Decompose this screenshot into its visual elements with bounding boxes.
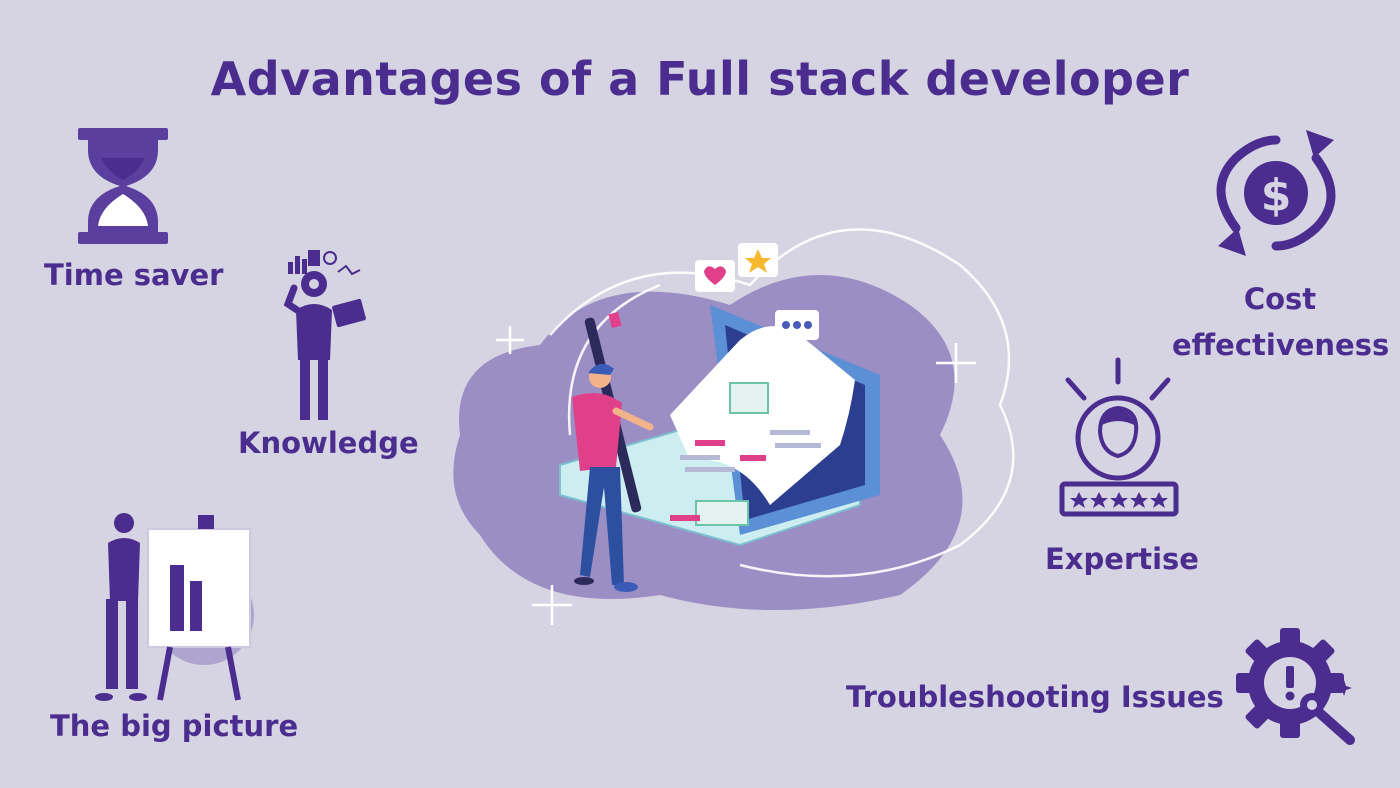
cost-label-line2: effectiveness [1172, 328, 1390, 362]
big-picture-label: The big picture [50, 709, 299, 743]
troubleshooting-label: Troubleshooting Issues [846, 680, 1224, 714]
expert-rating-icon [1059, 357, 1179, 517]
cost-effectiveness-label: Cost effectiveness [1172, 276, 1390, 368]
page-title: Advantages of a Full stack developer [210, 52, 1190, 106]
time-saver-label: Time saver [44, 258, 224, 292]
hourglass-icon [78, 128, 168, 244]
knowledge-label: Knowledge [238, 426, 419, 460]
presentation-woman-icon [95, 513, 254, 701]
gear-wrench-icon [1236, 628, 1355, 745]
expertise-label: Expertise [1045, 542, 1199, 576]
svg-text:$: $ [1261, 170, 1292, 221]
cost-label-line1: Cost [1243, 282, 1317, 316]
knowledge-person-icon [283, 250, 366, 420]
developer-laptop-illustration [453, 228, 1015, 625]
dollar-cycle-icon: $ [1216, 130, 1336, 256]
